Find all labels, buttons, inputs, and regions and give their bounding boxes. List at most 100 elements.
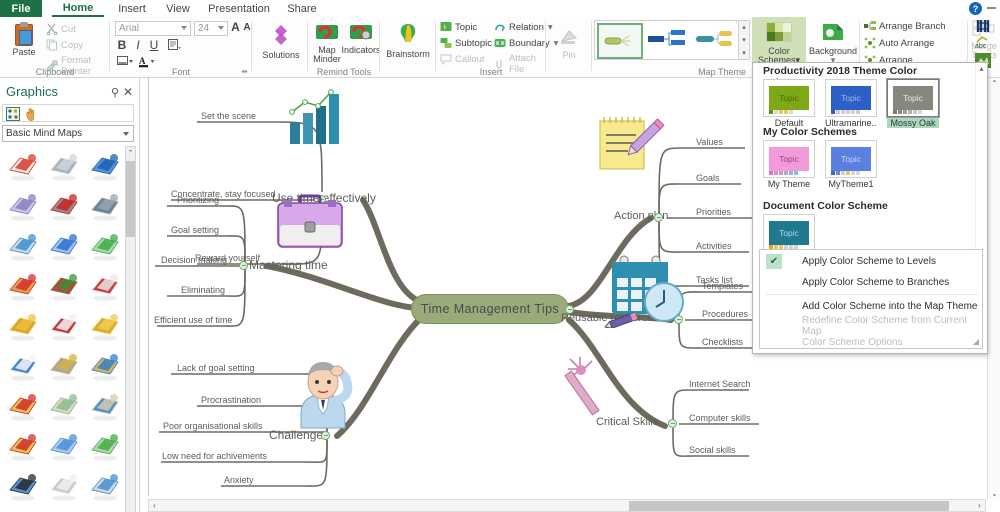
magnifier-chart-icon[interactable] bbox=[2, 226, 43, 266]
subtopic-values[interactable]: Values bbox=[696, 137, 723, 147]
subtopic-decision-making[interactable]: Decision making bbox=[161, 255, 228, 265]
grow-font-button[interactable]: A bbox=[231, 20, 240, 34]
insert-relation-button[interactable]: Relation ▾ bbox=[494, 21, 553, 33]
highlight-color-button[interactable] bbox=[116, 55, 134, 68]
map-theme-thumb-0[interactable] bbox=[597, 23, 643, 59]
insert-boundary-button[interactable]: Boundary ▾ bbox=[494, 37, 558, 49]
insert-topic-button[interactable]: Topic bbox=[440, 21, 477, 33]
tab-insert[interactable]: Insert bbox=[118, 2, 146, 15]
map-theme-thumb-2[interactable] bbox=[693, 23, 737, 59]
font-size-combo[interactable]: 24 bbox=[194, 21, 228, 36]
scroll-down-icon[interactable]: ⌄ bbox=[991, 489, 998, 498]
color-scheme-swatch-ultramarine[interactable]: Topic Ultramarine... bbox=[825, 79, 877, 128]
shrink-font-button[interactable]: A bbox=[243, 22, 251, 33]
cash-stack-icon[interactable] bbox=[43, 386, 84, 426]
subtopic-prioritizing[interactable]: Prioritizing bbox=[177, 195, 220, 205]
underline-button[interactable]: U bbox=[149, 37, 159, 52]
subtopic-internet-search[interactable]: Internet Search bbox=[689, 379, 751, 389]
tab-view[interactable]: View bbox=[166, 2, 190, 15]
blue-flow-icon[interactable] bbox=[43, 226, 84, 266]
menu-item-apply-to-levels[interactable]: ✔ Apply Color Scheme to Levels bbox=[760, 252, 984, 271]
tab-presentation[interactable]: Presentation bbox=[208, 2, 270, 15]
map-theme-gallery[interactable] bbox=[594, 20, 737, 60]
canvas-vertical-scrollbar[interactable]: ⌃ ⌄ bbox=[987, 78, 1000, 499]
scroll-up-icon[interactable]: ⌃ bbox=[127, 150, 134, 157]
document-pencil-icon[interactable] bbox=[2, 346, 43, 386]
pin-button[interactable]: Pin bbox=[551, 27, 587, 60]
format-painter-button[interactable]: Format Painter bbox=[46, 55, 110, 77]
collapse-knob-1[interactable] bbox=[239, 261, 248, 270]
font-color-button[interactable]: A bbox=[138, 54, 156, 68]
scroll-left-icon[interactable]: ‹ bbox=[153, 501, 156, 510]
subtopic-templates[interactable]: Templates bbox=[702, 281, 744, 291]
arrange-branch-button[interactable]: Arrange Branch bbox=[864, 20, 946, 32]
building-icon[interactable] bbox=[84, 186, 125, 226]
chevron-down-icon[interactable]: ▾ bbox=[547, 21, 553, 33]
gallery-expand-icon[interactable]: ▾ bbox=[742, 49, 746, 57]
scrollbar-thumb[interactable] bbox=[629, 501, 949, 511]
hand-icon[interactable] bbox=[24, 107, 38, 124]
gallery-scroll-up-icon[interactable]: ▴ bbox=[742, 23, 746, 31]
map-theme-gallery-scrollbar[interactable]: ▴ ▾ ▾ bbox=[738, 20, 750, 60]
close-icon[interactable]: ✕ bbox=[122, 85, 133, 99]
collapse-knob-5[interactable] bbox=[668, 419, 677, 428]
insert-subtopic-button[interactable]: Subtopic bbox=[440, 37, 492, 49]
text-align-button[interactable] bbox=[166, 38, 182, 51]
indicators-button[interactable]: Indicators bbox=[341, 22, 381, 55]
growth-chart-icon[interactable] bbox=[2, 266, 43, 306]
auto-arrange-button[interactable]: Auto Arrange bbox=[864, 37, 934, 49]
monitor-black-icon[interactable] bbox=[2, 466, 43, 506]
imac-icon[interactable] bbox=[84, 466, 125, 506]
library-icon[interactable] bbox=[6, 107, 20, 124]
graphics-library-combo[interactable]: Basic Mind Maps bbox=[2, 125, 134, 142]
coins-stack-icon[interactable] bbox=[43, 346, 84, 386]
background-button[interactable]: Background ▾ bbox=[808, 21, 858, 65]
map-theme-thumb-1[interactable] bbox=[645, 23, 691, 59]
schedule-clock-icon[interactable] bbox=[84, 386, 125, 426]
help-circle-icon[interactable]: ? bbox=[969, 2, 982, 15]
solutions-button[interactable]: Solutions bbox=[258, 23, 304, 60]
color-scheme-swatch-my-theme[interactable]: Topic My Theme bbox=[763, 140, 815, 189]
green-diagram-icon[interactable] bbox=[84, 426, 125, 466]
color-scheme-swatch-default[interactable]: Topic Default bbox=[763, 79, 815, 128]
satellite-icon[interactable] bbox=[2, 186, 43, 226]
menu-item-apply-to-branches[interactable]: Apply Color Scheme to Branches bbox=[760, 273, 984, 292]
font-dialog-launcher[interactable]: ⬌ bbox=[241, 67, 248, 76]
color-scheme-swatch-mossy-oak[interactable]: Topic Mossy Oak bbox=[886, 78, 940, 128]
collapse-knob-2[interactable] bbox=[321, 431, 330, 440]
bold-button[interactable]: B bbox=[117, 37, 127, 52]
menu-item-color-scheme-options[interactable]: Color Scheme Options bbox=[760, 333, 984, 352]
branch-challenges[interactable]: Challenges bbox=[269, 428, 330, 442]
subtopic-concentrate-stay-focused[interactable]: Concentrate, stay focused bbox=[171, 189, 276, 199]
chevron-down-icon[interactable]: ▾ bbox=[830, 55, 836, 65]
collapse-knob-3[interactable] bbox=[654, 213, 663, 222]
minimize-ribbon-icon[interactable] bbox=[987, 7, 996, 9]
cut-button[interactable]: Cut bbox=[46, 23, 76, 36]
italic-button[interactable]: I bbox=[136, 37, 140, 52]
copy-button[interactable]: Copy bbox=[46, 39, 83, 51]
spellcheck-icon[interactable]: abc bbox=[975, 35, 991, 53]
menu-item-add-into-map-theme[interactable]: Add Color Scheme into the Map Theme bbox=[760, 297, 984, 316]
color-schemes-button[interactable]: Color Schemes▾ bbox=[754, 21, 804, 65]
subtopic-checklists[interactable]: Checklists bbox=[702, 337, 744, 347]
graphics-gallery[interactable] bbox=[2, 146, 126, 506]
color-schemes-dropdown[interactable]: Productivity 2018 Theme Color Schemes My… bbox=[752, 62, 988, 354]
subtopic-anxiety[interactable]: Anxiety bbox=[224, 475, 254, 485]
red-arrow-down-icon[interactable] bbox=[43, 186, 84, 226]
branch-critical-skills[interactable]: Critical Skills bbox=[596, 416, 659, 428]
folder-yellow-icon[interactable] bbox=[84, 306, 125, 346]
subtopic-eliminating[interactable]: Eliminating bbox=[181, 285, 226, 295]
blue-network-icon[interactable] bbox=[84, 146, 125, 186]
up-arrow-money-icon[interactable] bbox=[2, 386, 43, 426]
subtopic-activities[interactable]: Activities bbox=[696, 241, 732, 251]
pin-icon[interactable]: ⚲ bbox=[110, 87, 119, 99]
branch-mastering-time[interactable]: Mastering time bbox=[249, 258, 328, 272]
attach-file-button[interactable]: Attach File bbox=[494, 53, 546, 75]
globe-money-icon[interactable] bbox=[84, 346, 125, 386]
brainstorm-button[interactable]: Brainstorm bbox=[384, 22, 432, 59]
subtopic-tasks-list[interactable]: Tasks list bbox=[696, 275, 733, 285]
font-name-combo[interactable]: Arial bbox=[115, 21, 191, 36]
canvas-horizontal-scrollbar[interactable]: ‹ › bbox=[148, 499, 986, 512]
subtopic-efficient-use-of-time[interactable]: Efficient use of time bbox=[154, 315, 233, 325]
notebook-pen-icon[interactable] bbox=[43, 306, 84, 346]
